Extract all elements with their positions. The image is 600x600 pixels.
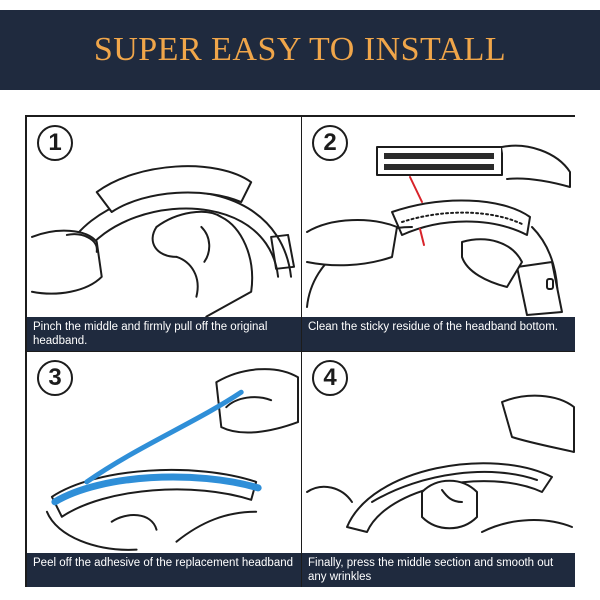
step-3-panel: 3 Peel off the adhesive of the replaceme…: [27, 352, 302, 587]
step-3-caption: Peel off the adhesive of the replacement…: [27, 553, 301, 587]
step-4-illustration: [306, 394, 575, 533]
instruction-grid: 1 Pinch the middle and firmly pull off t…: [25, 115, 575, 587]
step-3-number: 3: [37, 360, 73, 396]
step-4-number: 4: [312, 360, 348, 396]
step-2-caption: Clean the sticky residue of the headband…: [302, 317, 575, 351]
page-title: SUPER EASY TO INSTALL: [93, 31, 507, 68]
step-2-number: 2: [312, 125, 348, 161]
title-banner: SUPER EASY TO INSTALL: [0, 10, 600, 90]
step-4-caption: Finally, press the middle section and sm…: [302, 553, 575, 587]
step-4-panel: 4 Finally, press the middle section and …: [302, 352, 575, 587]
step-1-number: 1: [37, 125, 73, 161]
step-2-illustration: [306, 144, 571, 316]
step-3-illustration: [45, 368, 300, 551]
step-1-illustration: [30, 165, 296, 317]
step-1-panel: 1 Pinch the middle and firmly pull off t…: [27, 117, 302, 352]
step-2-panel: 2 Clean the sticky residue of the headba…: [302, 117, 575, 352]
step-1-caption: Pinch the middle and firmly pull off the…: [27, 317, 301, 351]
